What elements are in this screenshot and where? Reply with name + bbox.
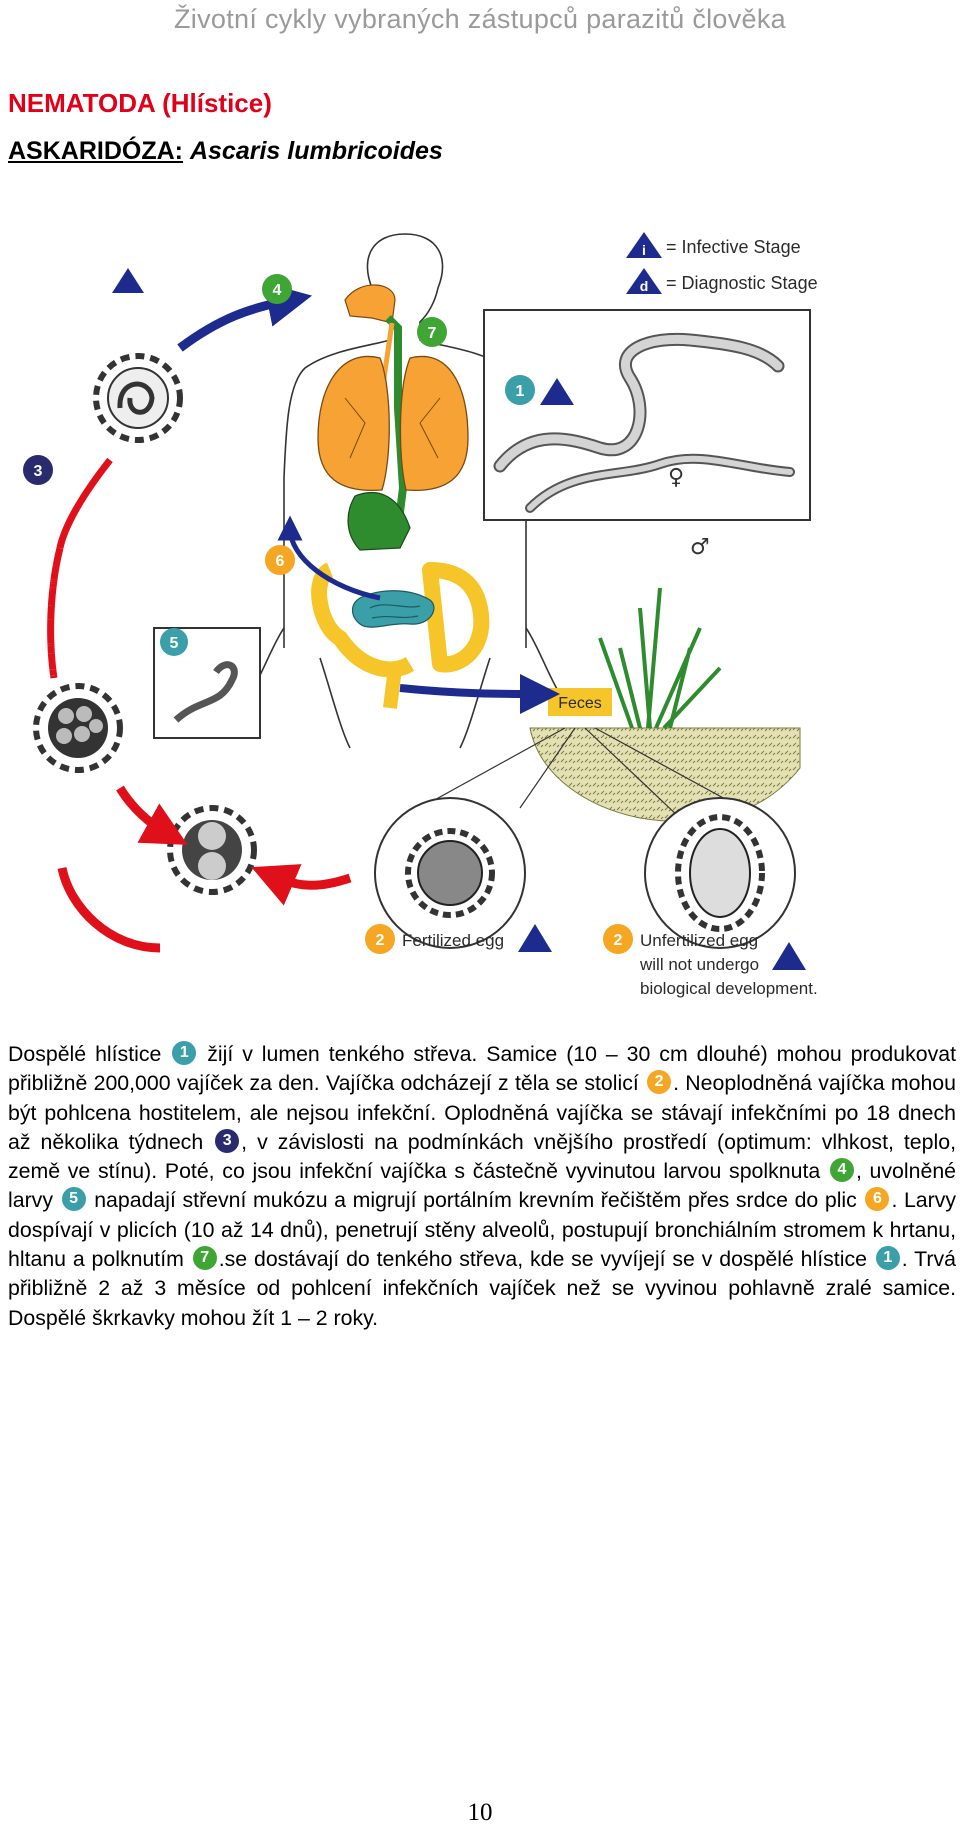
- step-6-number: 6: [276, 553, 285, 570]
- adult-worms-box: ♀ ♂: [484, 310, 810, 560]
- unfertilized-label-line1: Unfertilized egg: [640, 931, 758, 950]
- text-run: napadají střevní mukózu a migrují portál…: [94, 1188, 857, 1212]
- infective-egg: [96, 356, 180, 440]
- step-1-number: 1: [516, 383, 525, 400]
- section-title: NEMATODA (Hlístice): [8, 88, 272, 119]
- species-name: Ascaris lumbricoides: [190, 137, 443, 165]
- step-2b-number: 2: [614, 932, 623, 949]
- step-1-inline-icon: 1: [172, 1041, 196, 1065]
- male-symbol: ♂: [690, 535, 710, 560]
- disease-label: ASKARIDÓZA:: [8, 137, 183, 165]
- step-7-inline-icon: 7: [193, 1246, 217, 1270]
- embryonated-egg: [36, 686, 120, 770]
- lifecycle-diagram: i = Infective Stage d = Diagnostic Stage: [0, 228, 960, 1008]
- text-run: Dospělé hlístice: [8, 1042, 161, 1066]
- female-symbol: ♀: [668, 465, 684, 490]
- infective-legend-label: = Infective Stage: [666, 237, 801, 257]
- step-3-number: 3: [34, 463, 43, 480]
- step-2-number: 2: [376, 932, 385, 949]
- body-paragraph: Dospělé hlístice 1 žijí v lumen tenkého …: [8, 1040, 956, 1333]
- step-7-number: 7: [428, 325, 437, 342]
- unfertilized-label-line2: will not undergo: [639, 955, 759, 974]
- step-5-inline-icon: 5: [62, 1187, 86, 1211]
- feces-label: Feces: [558, 695, 602, 712]
- step-4-number: 4: [273, 282, 282, 299]
- page-number: 10: [0, 1799, 960, 1827]
- step-3-inline-icon: 3: [215, 1129, 239, 1153]
- unfertilized-diagnostic-icon: [772, 942, 806, 970]
- infective-icon: [112, 268, 144, 293]
- running-header: Životní cykly vybraných zástupců parazit…: [0, 4, 960, 35]
- step-5-number: 5: [170, 635, 179, 652]
- disease-heading: ASKARIDÓZA: Ascaris lumbricoides: [8, 137, 443, 166]
- step-1b-inline-icon: 1: [876, 1246, 900, 1270]
- fertilized-egg-diagnostic: [375, 798, 525, 948]
- diagnostic-legend-letter: d: [640, 278, 649, 294]
- step-2-inline-icon: 2: [647, 1070, 671, 1094]
- infective-legend-letter: i: [642, 242, 646, 258]
- text-run: .se dostávají do tenkého střeva, kde se …: [219, 1247, 867, 1271]
- unfertilized-egg-diagnostic: [645, 798, 795, 948]
- step-4-inline-icon: 4: [830, 1158, 854, 1182]
- diagnostic-legend-label: = Diagnostic Stage: [666, 273, 818, 293]
- legend: i = Infective Stage d = Diagnostic Stage: [626, 232, 818, 294]
- fertilized-egg-label: Fertilized egg: [402, 931, 504, 950]
- unfertilized-label-line3: biological development.: [640, 979, 818, 998]
- fertilized-diagnostic-icon: [518, 924, 552, 952]
- step-6-inline-icon: 6: [865, 1187, 889, 1211]
- two-cell-egg: [170, 808, 254, 892]
